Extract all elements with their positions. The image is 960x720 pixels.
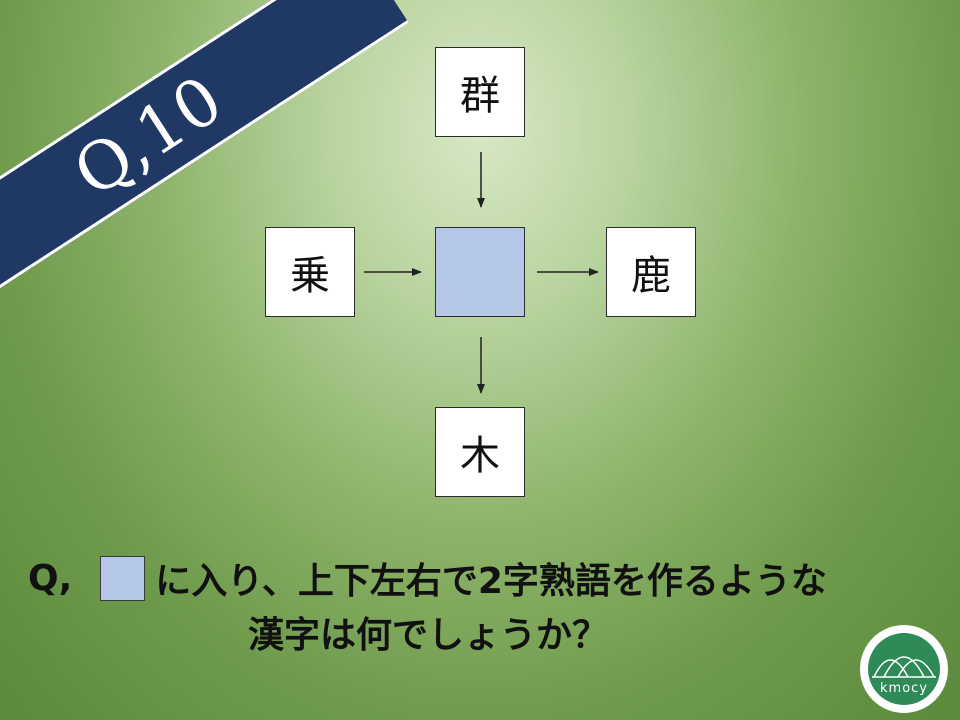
question-line-1: Q, に入り、上下左右で2字熟語を作るような bbox=[28, 552, 827, 604]
kmocy-logo: kmocy bbox=[860, 625, 948, 713]
logo-arches bbox=[872, 656, 936, 678]
question-line-1-text: に入り、上下左右で2字熟語を作るような bbox=[155, 561, 827, 602]
logo-text: kmocy bbox=[880, 681, 928, 696]
logo-mark: kmocy bbox=[868, 633, 940, 705]
blank-kanji-box bbox=[435, 227, 525, 317]
question-line-2: 漢字は何でしょうか？ bbox=[248, 615, 609, 656]
kanji-box-top: 群 bbox=[435, 47, 525, 137]
kanji-box-left: 乗 bbox=[265, 227, 355, 317]
kanji-box-right: 鹿 bbox=[606, 227, 696, 317]
question-label: Q, bbox=[28, 557, 73, 599]
inline-blank-box bbox=[100, 555, 146, 601]
kanji-box-bottom: 木 bbox=[435, 407, 525, 497]
